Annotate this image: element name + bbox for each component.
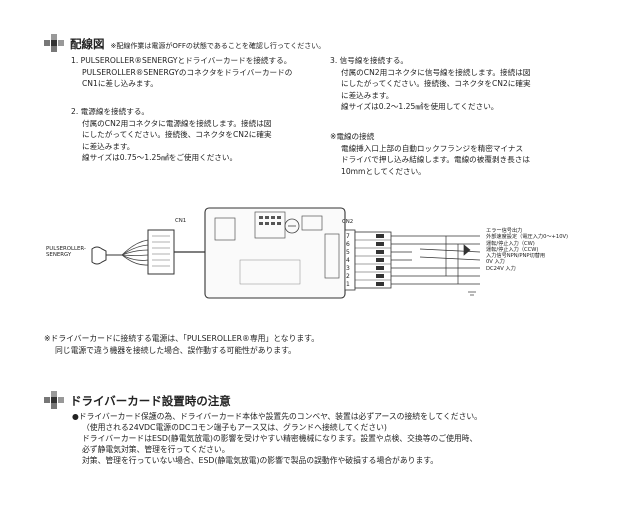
install-notes: ●ドライバーカード保護の為、ドライバーカード本体や設置先のコンベヤ、装置は必ずア…	[72, 412, 482, 465]
cn2-label: CN2	[342, 219, 354, 225]
power-note: ※ドライバーカードに接続する電源は、「PULSEROLLER®専用」となります。…	[44, 334, 319, 355]
wiring-heading: 配線図※配線作業は電源がOFFの状態であることを確認し行ってください。	[70, 37, 326, 51]
ground-icon	[468, 291, 476, 296]
step-3: 3. 信号線を接続する。 付属のCN2用コネクタに信号線を接続します。接続は図 …	[330, 56, 531, 112]
cn1-label: CN1	[175, 218, 187, 224]
cn1-connector	[147, 229, 175, 275]
diode-icon	[463, 244, 471, 256]
section-bullet-icon	[44, 391, 66, 409]
step-1: 1. PULSEROLLER®SENERGYとドライバーカードを接続する。 PU…	[71, 56, 293, 89]
motor-label: PULSEROLLER-SENERGY	[46, 246, 86, 258]
step-2: 2. 電源線を接続する。 付属のCN2用コネクタに電源線を接続します。接続は図 …	[71, 107, 272, 163]
wire-connection-note: ※電線の接続 電線挿入口上部の自動ロックフランジを精密マイナス ドライバで押し込…	[330, 132, 530, 176]
section-bullet-icon	[44, 34, 66, 52]
wiring-diagram	[91, 207, 481, 299]
motor-plug-icon	[91, 246, 122, 265]
signal-labels: エラー信号出力 外部速度設定（電圧入力0～+10V) 運転/停止入力（CW) 運…	[486, 228, 569, 272]
driver-card	[204, 207, 346, 299]
install-heading: ドライバーカード設置時の注意	[70, 394, 231, 408]
